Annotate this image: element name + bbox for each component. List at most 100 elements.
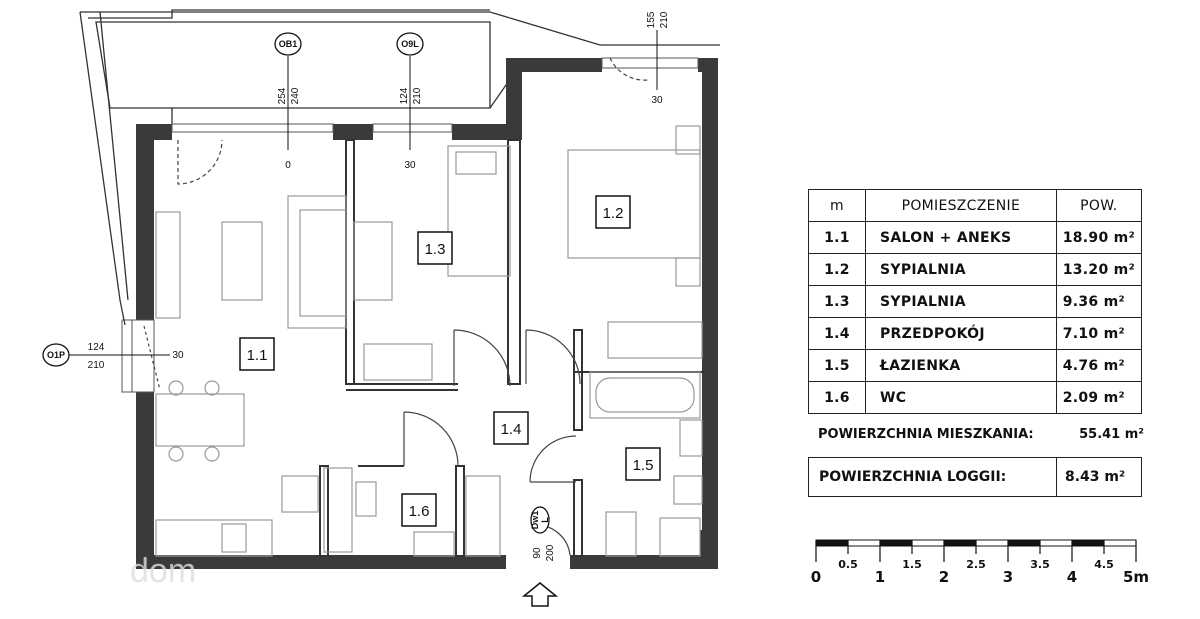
svg-text:1.6: 1.6 xyxy=(409,503,430,520)
svg-text:1.3: 1.3 xyxy=(425,241,446,258)
room-labels: 1.1 1.2 1.3 1.4 1.5 1.6 xyxy=(239,195,661,527)
room-area: 4.76 m² xyxy=(1055,349,1143,382)
svg-text:OB1: OB1 xyxy=(279,39,298,49)
room-num: 1.4 xyxy=(808,317,866,350)
door-swings xyxy=(143,57,649,556)
loggia xyxy=(79,9,720,326)
svg-text:1.5: 1.5 xyxy=(633,457,654,474)
svg-text:O1P: O1P xyxy=(47,350,65,360)
col-header-room: POMIESZCZENIE xyxy=(865,189,1057,222)
svg-text:L: L xyxy=(540,517,550,523)
scale-label: 1 xyxy=(875,568,885,586)
entrance-arrow-icon xyxy=(521,582,559,607)
col-header-area: POW. xyxy=(1055,189,1143,222)
callout-entrance-door: Dw1 L 90 200 xyxy=(530,506,556,561)
scale-segment xyxy=(1039,539,1073,547)
watermark: dom xyxy=(130,552,196,590)
scale-segment xyxy=(975,539,1009,547)
scale-label: 2 xyxy=(939,568,949,586)
outer-walls xyxy=(136,58,718,569)
scale-label: 5m xyxy=(1123,568,1149,586)
room-num: 1.2 xyxy=(808,253,866,286)
scale-label: 2.5 xyxy=(966,558,986,571)
svg-text:30: 30 xyxy=(651,95,663,106)
loggia-area-label: POWIERZCHNIA LOGGII: xyxy=(809,458,1057,496)
col-header-num: m xyxy=(808,189,866,222)
scale-label: 4.5 xyxy=(1094,558,1114,571)
room-num: 1.6 xyxy=(808,381,866,414)
svg-text:200: 200 xyxy=(545,544,556,561)
table-row: 1.6 WC 2.09 m² xyxy=(808,381,1143,414)
scale-label: 1.5 xyxy=(902,558,922,571)
room-area: 7.10 m² xyxy=(1055,317,1143,350)
svg-text:1.1: 1.1 xyxy=(247,347,268,364)
room-1-1: 1.1 xyxy=(239,337,275,371)
svg-text:0: 0 xyxy=(285,160,291,171)
table-row: 1.5 ŁAZIENKA 4.76 m² xyxy=(808,349,1143,382)
room-num: 1.1 xyxy=(808,221,866,254)
furniture xyxy=(155,125,703,557)
room-1-5: 1.5 xyxy=(625,447,661,481)
room-name: SYPIALNIA xyxy=(865,285,1057,318)
callout-o9l: O9L 124 210 30 xyxy=(396,32,424,171)
room-1-2: 1.2 xyxy=(595,195,631,229)
loggia-area-value: 8.43 m² xyxy=(1065,469,1126,485)
callout-ob1: OB1 254 240 0 xyxy=(274,32,302,171)
svg-text:254: 254 xyxy=(277,87,288,104)
scale-segment xyxy=(943,539,977,547)
svg-text:1.4: 1.4 xyxy=(501,421,522,438)
floor-plan: 1.1 1.2 1.3 1.4 1.5 1.6 OB1 254 240 0 xyxy=(42,9,720,607)
scale-segment xyxy=(879,539,913,547)
room-1-6: 1.6 xyxy=(401,493,437,527)
scale-segment xyxy=(1007,539,1041,547)
svg-text:90: 90 xyxy=(532,547,543,559)
scale-segment xyxy=(847,539,881,547)
table-row: 1.4 PRZEDPOKÓJ 7.10 m² xyxy=(808,317,1143,350)
svg-text:1.2: 1.2 xyxy=(603,205,624,222)
room-name: PRZEDPOKÓJ xyxy=(865,317,1057,350)
total-area-label: POWIERZCHNIA MIESZKANIA: xyxy=(818,427,1034,442)
svg-text:210: 210 xyxy=(412,87,423,104)
scale-segment xyxy=(815,539,849,547)
windows xyxy=(121,57,699,393)
scale-label: 3 xyxy=(1003,568,1013,586)
table-header-row: m POMIESZCZENIE POW. xyxy=(808,189,1143,222)
room-name: WC xyxy=(865,381,1057,414)
room-table: m POMIESZCZENIE POW. 1.1 SALON + ANEKS 1… xyxy=(808,189,1143,414)
scale-label: 4 xyxy=(1067,568,1077,586)
svg-text:Dw1: Dw1 xyxy=(530,511,540,530)
room-1-3: 1.3 xyxy=(417,231,453,265)
table-row: 1.3 SYPIALNIA 9.36 m² xyxy=(808,285,1143,318)
table-row: 1.1 SALON + ANEKS 18.90 m² xyxy=(808,221,1143,254)
svg-text:240: 240 xyxy=(290,87,301,104)
svg-text:30: 30 xyxy=(172,350,184,361)
total-area-value: 55.41 m² xyxy=(1079,427,1144,442)
table-row: 1.2 SYPIALNIA 13.20 m² xyxy=(808,253,1143,286)
scale-segment xyxy=(1071,539,1105,547)
room-area: 13.20 m² xyxy=(1055,253,1143,286)
scale-bar: 0 0.5 1 1.5 2 2.5 3 3.5 4 4.5 5m xyxy=(811,539,1149,586)
room-num: 1.5 xyxy=(808,349,866,382)
svg-text:30: 30 xyxy=(404,160,416,171)
room-area: 2.09 m² xyxy=(1055,381,1143,414)
svg-text:210: 210 xyxy=(659,11,670,28)
room-name: SALON + ANEKS xyxy=(865,221,1057,254)
total-area-row: POWIERZCHNIA MIESZKANIA: 55.41 m² xyxy=(818,427,1144,442)
room-name: SYPIALNIA xyxy=(865,253,1057,286)
scale-label: 0 xyxy=(811,568,821,586)
scale-segment xyxy=(1103,539,1137,547)
room-area: 18.90 m² xyxy=(1055,221,1143,254)
svg-text:O9L: O9L xyxy=(401,39,419,49)
callout-top-window: 155 210 30 xyxy=(646,11,670,106)
scale-label: 3.5 xyxy=(1030,558,1050,571)
inner-walls xyxy=(319,139,704,557)
room-num: 1.3 xyxy=(808,285,866,318)
scale-label: 0.5 xyxy=(838,558,858,571)
svg-text:124: 124 xyxy=(399,87,410,104)
svg-text:210: 210 xyxy=(88,360,105,371)
scale-segment xyxy=(911,539,945,547)
callout-o1p: O1P 124 210 30 xyxy=(42,342,184,371)
svg-text:155: 155 xyxy=(646,11,657,28)
loggia-area-box: POWIERZCHNIA LOGGII: 8.43 m² xyxy=(808,457,1142,497)
room-1-4: 1.4 xyxy=(493,411,529,445)
